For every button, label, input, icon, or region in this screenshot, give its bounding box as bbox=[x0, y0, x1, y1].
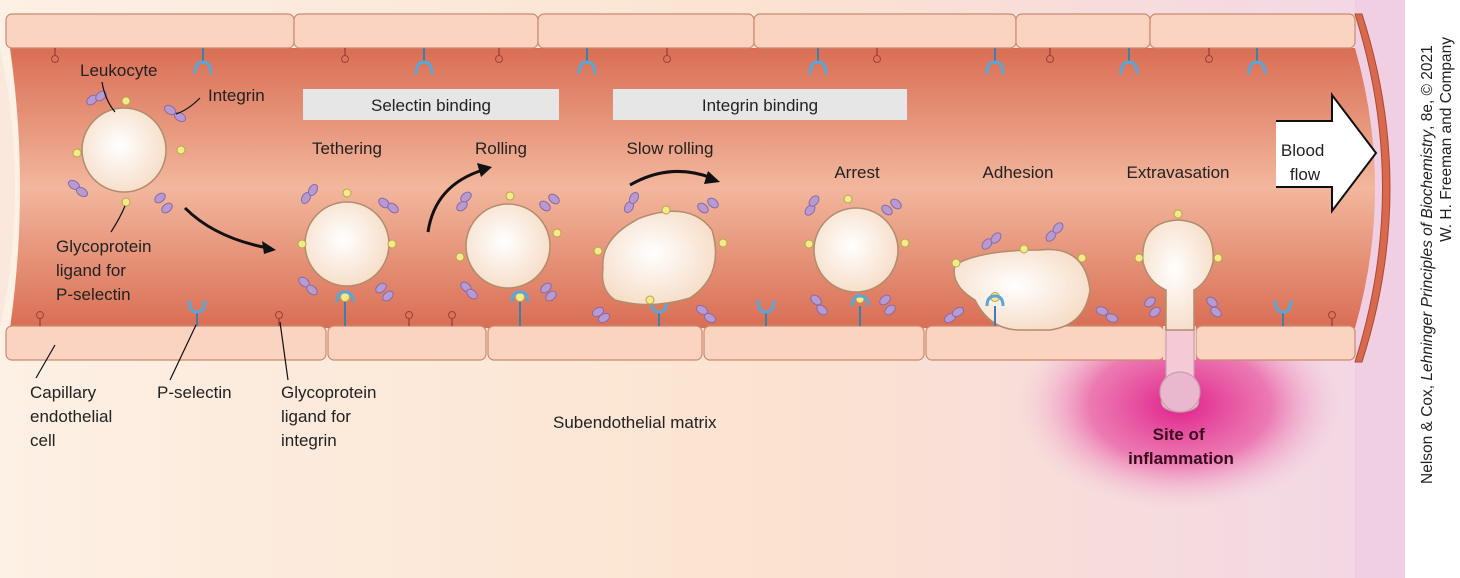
endothelial-cell bbox=[5, 325, 327, 361]
endothelial-cell bbox=[487, 325, 703, 361]
leukocyte-rolling bbox=[455, 191, 562, 326]
pselectin-receptor bbox=[577, 48, 597, 75]
pselectin-receptor bbox=[1273, 299, 1293, 326]
label-leukocyte: Leukocyte bbox=[80, 61, 158, 80]
leader-integrin bbox=[175, 97, 201, 115]
endothelial-cell bbox=[1015, 13, 1151, 49]
vessel-end-rim bbox=[1354, 13, 1391, 363]
phase-box-integrin bbox=[613, 89, 907, 120]
credit-line-1: Nelson & Cox, Lehninger Principles of Bi… bbox=[1419, 45, 1436, 484]
label-capillary-endothelial-cell: Capillary endothelial cell bbox=[30, 383, 117, 450]
glycoprotein-ligand-red bbox=[51, 48, 59, 63]
arrow-rolling bbox=[426, 168, 484, 233]
label-subendothelial-matrix: Subendothelial matrix bbox=[553, 413, 717, 432]
leukocyte-arrest bbox=[804, 194, 910, 326]
endothelial-cell bbox=[327, 325, 487, 361]
endothelial-cell bbox=[293, 13, 539, 49]
bottom-receptors bbox=[36, 299, 1336, 326]
leukocyte-tethering bbox=[297, 183, 399, 326]
glycoprotein-ligand-red bbox=[1328, 311, 1336, 326]
endothelial-cell bbox=[703, 325, 925, 361]
pselectin-receptor bbox=[808, 48, 828, 75]
phase-box-selectin bbox=[303, 89, 559, 120]
glycoprotein-ligand-red bbox=[1046, 48, 1054, 63]
label-pselectin: P-selectin bbox=[157, 383, 232, 402]
label-glyco-pselectin: Glycoprotein ligand for P-selectin bbox=[56, 237, 156, 304]
endothelial-cell bbox=[753, 13, 1017, 49]
step-extravasation: Extravasation bbox=[1127, 163, 1230, 182]
endothelial-cell bbox=[1149, 13, 1356, 49]
leader-leukocyte bbox=[101, 81, 116, 113]
phase-integrin-binding: Integrin binding bbox=[702, 96, 818, 115]
pselectin-receptor bbox=[1119, 48, 1139, 75]
label-integrin: Integrin bbox=[208, 86, 265, 105]
step-rolling: Rolling bbox=[475, 139, 527, 158]
leader-capillary bbox=[35, 344, 56, 379]
blood-flow-arrow bbox=[1276, 92, 1378, 214]
step-arrest: Arrest bbox=[834, 163, 880, 182]
arrow-slow-rolling bbox=[629, 169, 713, 187]
credit-line-2: W. H. Freeman and Company bbox=[1438, 37, 1455, 242]
glycoprotein-ligand-red bbox=[341, 48, 349, 63]
endothelial-cell bbox=[1195, 325, 1356, 361]
pselectin-receptor bbox=[193, 48, 213, 75]
arrow-to-tethering-head bbox=[262, 241, 276, 254]
leader-glyco-pselectin bbox=[110, 205, 126, 233]
top-endothelium bbox=[5, 13, 1356, 49]
pselectin-receptor bbox=[1247, 48, 1267, 75]
leukocyte-adhesion bbox=[943, 222, 1119, 331]
glycoprotein-ligand-red bbox=[495, 48, 503, 63]
pselectin-receptor bbox=[756, 299, 776, 326]
leukocyte-free bbox=[67, 90, 187, 214]
endothelial-cell bbox=[5, 13, 295, 49]
leukocyte-slow-rolling bbox=[591, 191, 728, 324]
glycoprotein-ligand-red bbox=[36, 311, 44, 326]
endothelial-cell bbox=[537, 13, 755, 49]
label-site-of-inflammation: Site of inflammation bbox=[1128, 425, 1234, 468]
arrow-rolling-head bbox=[477, 163, 492, 177]
step-slow-rolling: Slow rolling bbox=[627, 139, 714, 158]
vessel-left-opening bbox=[0, 48, 15, 328]
phase-selectin-binding: Selectin binding bbox=[371, 96, 491, 115]
endothelial-cell bbox=[925, 325, 1165, 361]
pselectin-receptor bbox=[414, 48, 434, 75]
glycoprotein-ligand-red bbox=[448, 311, 456, 326]
pselectin-receptor bbox=[649, 299, 669, 326]
glycoprotein-ligand-red bbox=[873, 48, 881, 63]
top-receptors bbox=[51, 48, 1267, 75]
pselectin-receptor bbox=[187, 299, 207, 326]
glycoprotein-ligand-red bbox=[1205, 48, 1213, 63]
leukocyte-extravasation bbox=[1134, 209, 1223, 331]
arrow-to-tethering bbox=[183, 206, 269, 250]
pselectin-receptor bbox=[985, 48, 1005, 75]
glycoprotein-ligand-red bbox=[275, 311, 283, 326]
arrow-slow-rolling-head bbox=[704, 171, 720, 184]
leader-pselectin bbox=[169, 324, 197, 381]
bottom-endothelium bbox=[5, 325, 1356, 361]
glycoprotein-ligand-red bbox=[663, 48, 671, 63]
label-glyco-integrin: Glycoprotein ligand for integrin bbox=[281, 383, 381, 450]
glycoprotein-ligand-red bbox=[405, 311, 413, 326]
blood-flow-label: Blood flow bbox=[1281, 141, 1329, 184]
step-tethering: Tethering bbox=[312, 139, 382, 158]
step-adhesion: Adhesion bbox=[983, 163, 1054, 182]
leader-glyco-integrin bbox=[279, 321, 289, 381]
